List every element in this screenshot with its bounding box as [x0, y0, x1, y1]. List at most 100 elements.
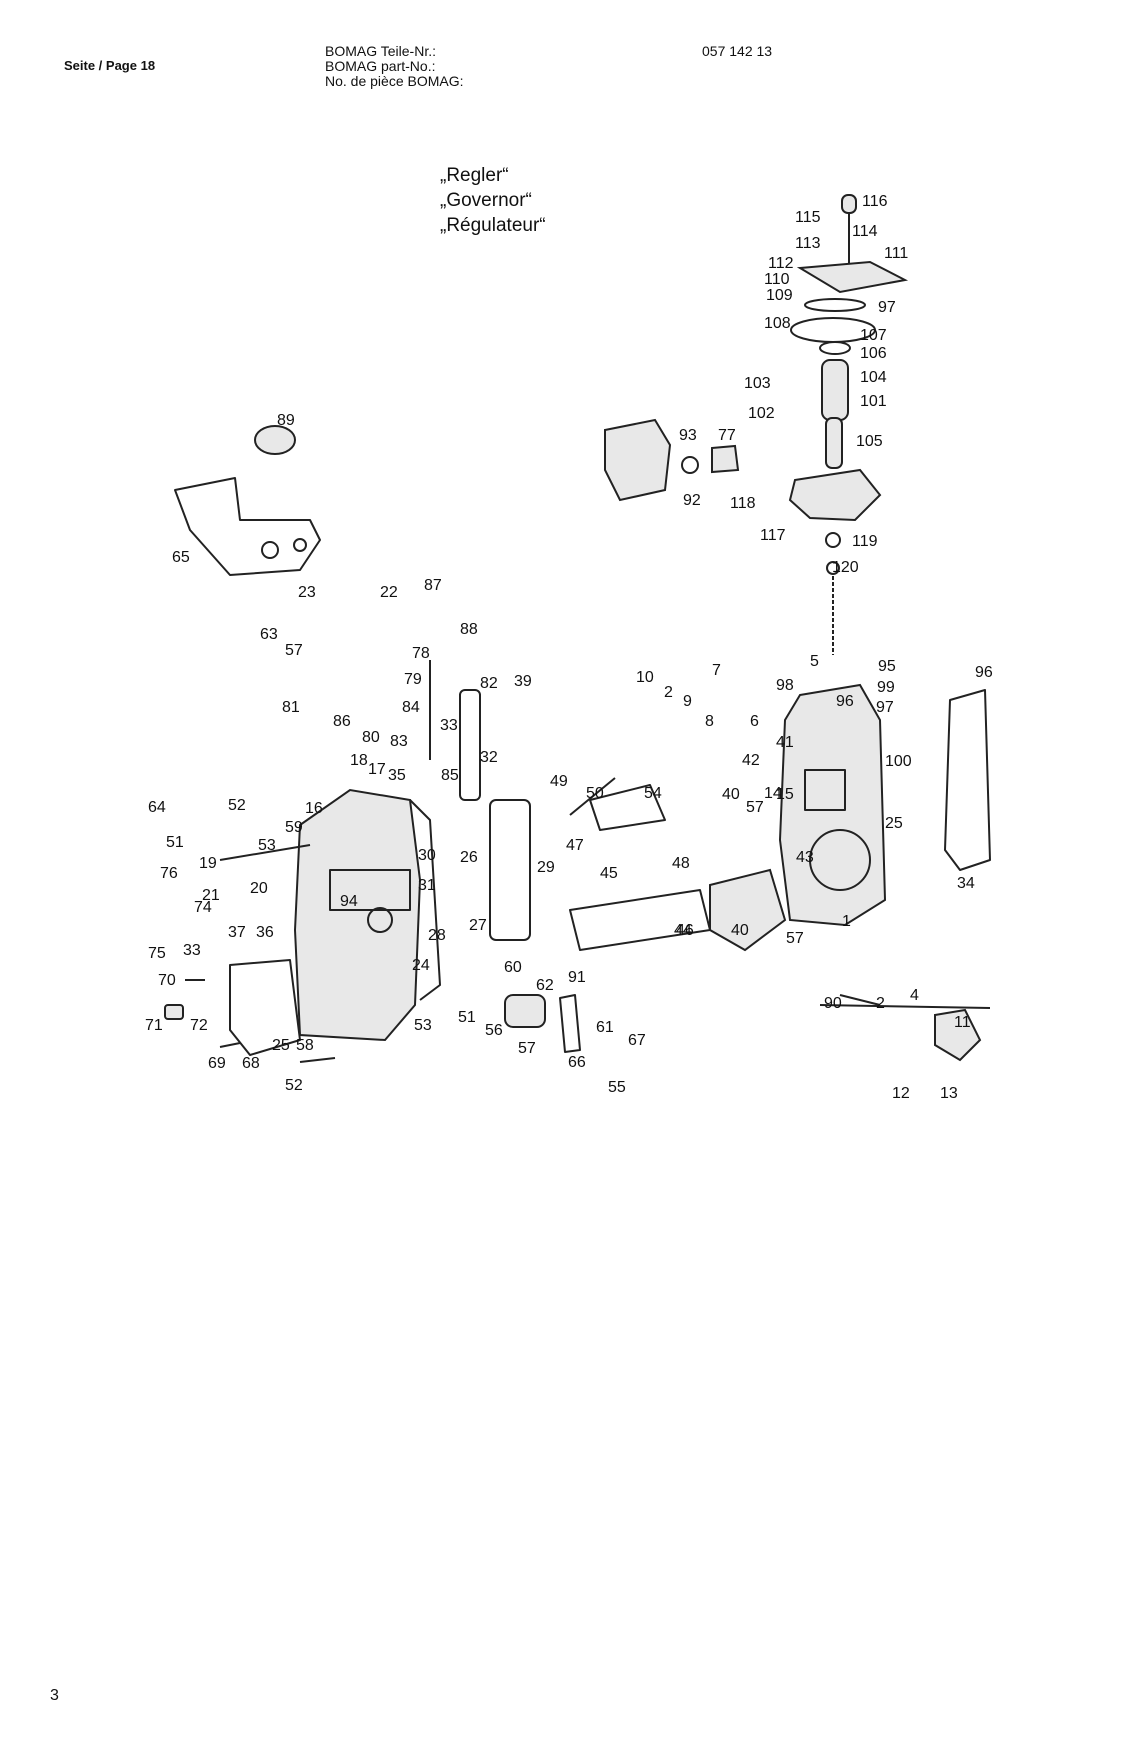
- callout-83: 83: [390, 733, 408, 750]
- lower-parts: [164, 979, 581, 1063]
- part-number-label-en: BOMAG part-No.:: [325, 58, 436, 74]
- title-fr: „Régulateur“: [440, 215, 546, 236]
- diagram-title: „Regler“ „Governor“ „Régulateur“: [440, 163, 546, 238]
- callout-1: 1: [842, 913, 851, 930]
- callout-27: 27: [469, 917, 487, 934]
- callout-10: 10: [636, 669, 654, 686]
- callout-30: 30: [418, 847, 436, 864]
- callout-98: 98: [776, 677, 794, 694]
- callout-54: 54: [644, 785, 662, 802]
- part-number-labels: BOMAG Teile-Nr.: BOMAG part-No.: No. de …: [325, 44, 464, 89]
- callout-106: 106: [860, 345, 887, 362]
- callout-32: 32: [480, 749, 498, 766]
- callout-2: 2: [664, 684, 673, 701]
- callout-50: 50: [586, 785, 604, 802]
- callout-23: 23: [298, 584, 316, 601]
- callout-57: 57: [786, 930, 804, 947]
- callout-85: 85: [441, 767, 459, 784]
- callout-82: 82: [480, 675, 498, 692]
- callout-81: 81: [282, 699, 300, 716]
- part-number-value: 057 142 13: [702, 43, 773, 59]
- callout-46: 46: [676, 922, 694, 939]
- callout-61: 61: [596, 1019, 614, 1036]
- callout-22: 22: [380, 584, 398, 601]
- callout-87: 87: [424, 577, 442, 594]
- callout-41: 41: [776, 734, 794, 751]
- callout-59: 59: [285, 819, 303, 836]
- callout-71: 71: [145, 1017, 163, 1034]
- callout-33: 33: [183, 942, 201, 959]
- callout-113: 113: [795, 235, 821, 252]
- bracket: [174, 425, 321, 576]
- callout-15: 15: [776, 786, 794, 803]
- callout-53: 53: [258, 837, 276, 854]
- callout-97: 97: [878, 299, 896, 316]
- callout-58: 58: [296, 1037, 314, 1054]
- callout-4: 4: [910, 987, 919, 1004]
- callout-99: 99: [877, 679, 895, 696]
- pump-housing: [229, 660, 531, 1056]
- callout-107: 107: [860, 327, 887, 344]
- callout-16: 16: [305, 800, 323, 817]
- callout-102: 102: [748, 405, 775, 422]
- fuel-lever-block: [604, 418, 740, 502]
- callout-14: 14: [764, 785, 782, 802]
- callout-34: 34: [957, 875, 975, 892]
- callout-70: 70: [158, 972, 176, 989]
- callout-42: 42: [742, 752, 760, 769]
- callout-33: 33: [440, 717, 458, 734]
- callout-60: 60: [504, 959, 522, 976]
- callout-119: 119: [852, 533, 878, 550]
- callout-112: 112: [768, 255, 794, 272]
- callout-62: 62: [536, 977, 554, 994]
- callout-67: 67: [628, 1032, 646, 1049]
- callout-80: 80: [362, 729, 380, 746]
- callout-53: 53: [414, 1017, 432, 1034]
- part-number-label-fr: No. de pièce BOMAG:: [325, 73, 464, 89]
- callout-57: 57: [746, 799, 764, 816]
- callout-28: 28: [428, 927, 446, 944]
- callout-5: 5: [810, 653, 819, 670]
- callout-96: 96: [836, 693, 854, 710]
- callout-45: 45: [600, 865, 618, 882]
- callout-77: 77: [718, 427, 736, 444]
- callout-105: 105: [856, 433, 883, 450]
- callout-43: 43: [796, 849, 814, 866]
- callout-11: 11: [954, 1014, 971, 1031]
- part-number-label-de: BOMAG Teile-Nr.:: [325, 43, 436, 59]
- callout-101: 101: [860, 393, 887, 410]
- callout-31: 31: [418, 877, 436, 894]
- callout-48: 48: [672, 855, 690, 872]
- callout-19: 19: [199, 855, 217, 872]
- callout-51: 51: [458, 1009, 476, 1026]
- callout-55: 55: [608, 1079, 626, 1096]
- callout-108: 108: [764, 315, 791, 332]
- callout-78: 78: [412, 645, 430, 662]
- callout-75: 75: [148, 945, 166, 962]
- callout-49: 49: [550, 773, 568, 790]
- callout-92: 92: [683, 492, 701, 509]
- title-de: „Regler“: [440, 165, 509, 186]
- callout-12: 12: [892, 1085, 910, 1102]
- callout-29: 29: [537, 859, 555, 876]
- callout-2: 2: [876, 995, 885, 1012]
- callout-21: 21: [202, 887, 220, 904]
- governor-housing: [778, 683, 991, 1062]
- callout-88: 88: [460, 621, 478, 638]
- callout-7: 7: [712, 662, 721, 679]
- callout-8: 8: [705, 713, 714, 730]
- callout-13: 13: [940, 1085, 958, 1102]
- callout-51: 51: [166, 834, 184, 851]
- center-shaft-assembly: [219, 777, 787, 952]
- callout-84: 84: [402, 699, 420, 716]
- callout-26: 26: [460, 849, 478, 866]
- callout-74: 74: [194, 899, 212, 916]
- callout-3: 3: [50, 1687, 59, 1704]
- callout-94: 94: [340, 893, 358, 910]
- callout-97: 97: [876, 699, 894, 716]
- callout-40: 40: [731, 922, 749, 939]
- callout-37: 37: [228, 924, 246, 941]
- callout-65: 65: [172, 549, 190, 566]
- callout-20: 20: [250, 880, 268, 897]
